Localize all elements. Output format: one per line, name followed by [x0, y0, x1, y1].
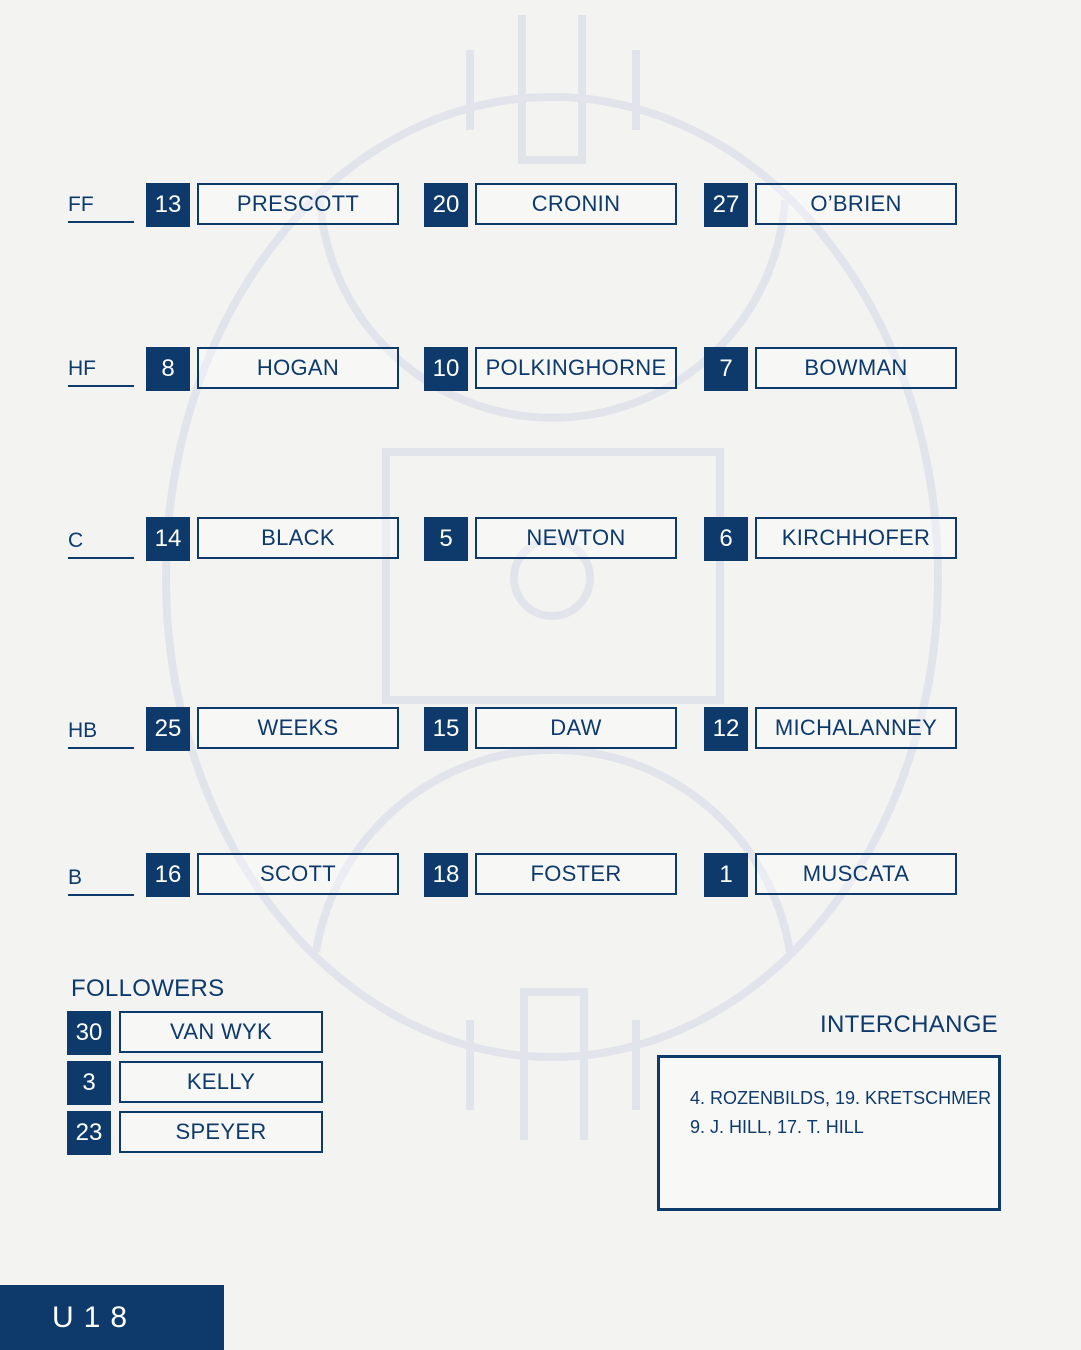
- player-number: 7: [704, 347, 748, 391]
- player-name: CRONIN: [475, 183, 677, 225]
- player-number: 8: [146, 347, 190, 391]
- player-number: 18: [424, 853, 468, 897]
- player-name: MICHALANNEY: [755, 707, 957, 749]
- player-name: FOSTER: [475, 853, 677, 895]
- player-number: 14: [146, 517, 190, 561]
- interchange-line: 9. J. HILL, 17. T. HILL: [690, 1117, 864, 1137]
- interchange-title: INTERCHANGE: [820, 1011, 998, 1038]
- bottom-50m-arc: [312, 745, 794, 953]
- player-number: 30: [67, 1011, 111, 1055]
- player-number: 27: [704, 183, 748, 227]
- player-number: 25: [146, 707, 190, 751]
- top-goal-square: [518, 15, 586, 164]
- player-name: KELLY: [119, 1061, 323, 1103]
- player-number: 23: [67, 1111, 111, 1155]
- position-label-c: C: [68, 529, 134, 559]
- player-number: 1: [704, 853, 748, 897]
- player-number: 12: [704, 707, 748, 751]
- player-name: BOWMAN: [755, 347, 957, 389]
- player-name: DAW: [475, 707, 677, 749]
- player-name: MUSCATA: [755, 853, 957, 895]
- position-label-hb: HB: [68, 719, 134, 749]
- player-number: 6: [704, 517, 748, 561]
- player-number: 15: [424, 707, 468, 751]
- player-name: VAN WYK: [119, 1011, 323, 1053]
- player-name: BLACK: [197, 517, 399, 559]
- top-50m-arc: [316, 199, 789, 422]
- player-number: 20: [424, 183, 468, 227]
- player-name: WEEKS: [197, 707, 399, 749]
- position-label-b: B: [68, 866, 134, 896]
- position-label-ff: FF: [68, 193, 134, 223]
- player-number: 5: [424, 517, 468, 561]
- player-name: PRESCOTT: [197, 183, 399, 225]
- interchange-box: 4. ROZENBILDS, 19. KRETSCHMER 9. J. HILL…: [657, 1055, 1001, 1211]
- player-name: O’BRIEN: [755, 183, 957, 225]
- player-name: HOGAN: [197, 347, 399, 389]
- team-label-banner: U18: [0, 1285, 224, 1350]
- centre-square: [382, 448, 724, 704]
- position-label-hf: HF: [68, 357, 134, 387]
- bottom-goal-square: [520, 988, 588, 1140]
- player-name: NEWTON: [475, 517, 677, 559]
- player-name: POLKINGHORNE: [475, 347, 677, 389]
- interchange-line: 4. ROZENBILDS, 19. KRETSCHMER: [690, 1088, 992, 1108]
- followers-title: FOLLOWERS: [71, 975, 225, 1002]
- player-name: SCOTT: [197, 853, 399, 895]
- player-number: 13: [146, 183, 190, 227]
- player-number: 10: [424, 347, 468, 391]
- player-name: SPEYER: [119, 1111, 323, 1153]
- player-number: 16: [146, 853, 190, 897]
- centre-circle: [510, 536, 594, 620]
- player-name: KIRCHHOFER: [755, 517, 957, 559]
- player-number: 3: [67, 1061, 111, 1105]
- boundary-line: [162, 93, 942, 1061]
